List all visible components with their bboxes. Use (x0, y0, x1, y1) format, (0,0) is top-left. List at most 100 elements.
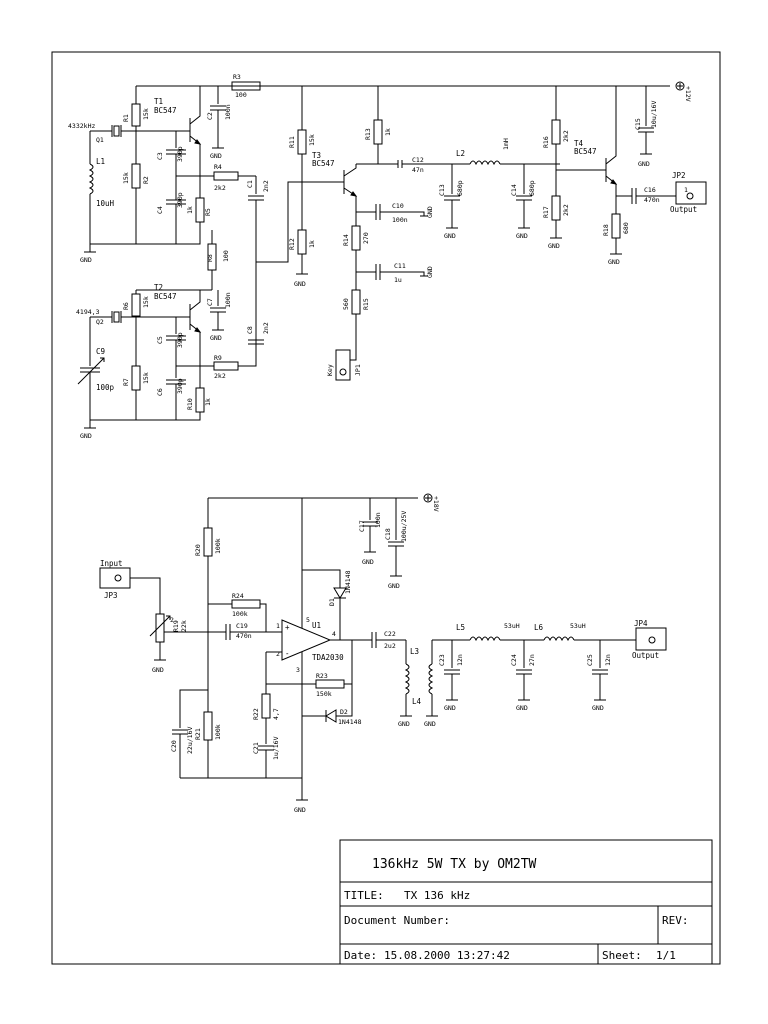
gnd-label: GND (388, 582, 400, 590)
r17-value: 2k2 (562, 204, 570, 216)
inductor-l6 (543, 636, 575, 642)
diode-d1 (333, 587, 347, 599)
jp2-label: JP2 (672, 171, 686, 180)
crystal-q1 (113, 125, 120, 137)
c11-label: C11 (394, 262, 406, 270)
c24-label: C24 (510, 654, 518, 666)
r7-label: R7 (122, 378, 130, 386)
gnd-label: GND (608, 258, 620, 266)
u1-pin1: 1 (276, 622, 280, 630)
c4-value: 390p (176, 192, 184, 208)
c1-label: C1 (246, 180, 254, 188)
c18-label: C18 (384, 528, 392, 540)
inductor-l4 (428, 663, 434, 695)
r12-label: R12 (288, 238, 296, 250)
c13-value: 680p (456, 180, 464, 196)
r12-value: 1k (308, 240, 316, 248)
connector-jp2[interactable] (675, 181, 707, 205)
l5-value: 53uH (504, 622, 520, 630)
d1-value: 1N4148 (344, 570, 352, 594)
gnd-label: GND (444, 232, 456, 240)
c21-label: C21 (252, 742, 260, 754)
c14-label: C14 (510, 184, 518, 196)
r11-value: 15k (308, 134, 316, 146)
jp1-label: JP1 (354, 364, 362, 376)
project-title: 136kHz 5W TX by OM2TW (372, 857, 537, 872)
r22-label: R22 (252, 708, 260, 720)
t4-type: BC547 (574, 147, 597, 156)
r13-value: 1k (384, 128, 392, 136)
c16-label: C16 (644, 186, 656, 194)
c17-value: 100n (374, 512, 382, 528)
title-value: TX 136 kHz (404, 889, 470, 902)
c8-value: 2n2 (262, 322, 270, 334)
c23-value: 12n (456, 654, 464, 666)
connector-jp4[interactable] (635, 627, 667, 651)
c24-value: 27n (528, 654, 536, 666)
r10-label: R10 (186, 398, 194, 410)
date-label: Date: (344, 949, 377, 962)
diode-d2 (302, 640, 353, 723)
gnd-label: GND (424, 720, 436, 728)
u1-pin2: 2 (276, 650, 280, 658)
u1-pin3: 3 (296, 666, 300, 674)
u1-label: U1 (312, 621, 321, 630)
potentiometer-r19[interactable] (155, 613, 165, 643)
l6-label: L6 (534, 623, 544, 632)
c1-value: 2n2 (262, 180, 270, 192)
l5-label: L5 (456, 623, 465, 632)
title-label: TITLE: (344, 889, 384, 902)
c9-label: C9 (96, 347, 105, 356)
gnd-label: GND (398, 720, 410, 728)
c5-value: 390p (176, 332, 184, 348)
gnd-label: GND (592, 704, 604, 712)
l3-label: L3 (410, 647, 419, 656)
r23-value: 150k (316, 690, 332, 698)
l2-label: L2 (456, 149, 465, 158)
r13-label: R13 (364, 128, 372, 140)
gnd-label: GND (516, 704, 528, 712)
r5-value: 1k (186, 206, 194, 214)
r15-value: 560 (342, 298, 350, 310)
c2-label: C2 (206, 112, 214, 120)
gnd-label: GND (294, 806, 306, 814)
c20-value: 22u/16V (186, 727, 194, 754)
r15-label: R15 (362, 298, 370, 310)
l6-value: 53uH (570, 622, 586, 630)
c8-label: C8 (246, 326, 254, 334)
c25-value: 12n (604, 654, 612, 666)
r14-label: R14 (342, 234, 350, 246)
q1-freq: 4332kHz (68, 122, 95, 130)
c14-value: 680p (528, 180, 536, 196)
c12-label: C12 (412, 156, 424, 164)
rev-label: REV: (662, 914, 689, 927)
inductor-l3 (404, 663, 410, 695)
trimmer-c9 (77, 317, 105, 420)
r24-value: 100k (232, 610, 248, 618)
c10-label: C10 (392, 202, 404, 210)
r10-value: 1k (204, 398, 212, 406)
r20-value: 100k (214, 538, 222, 554)
r3-label: R3 (233, 73, 241, 81)
q2-label: Q2 (96, 318, 104, 326)
c5-label: C5 (156, 336, 164, 344)
c22-value: 2u2 (384, 642, 396, 650)
jp3-input-label: Input (100, 559, 123, 568)
r1-label: R1 (122, 114, 130, 122)
c13-label: C13 (438, 184, 446, 196)
r9-label: R9 (214, 354, 222, 362)
r19-label: R19 (172, 620, 180, 632)
gnd-label: GND (638, 160, 650, 168)
connector-jp1[interactable] (335, 349, 351, 381)
r20-label: R20 (194, 544, 202, 556)
l2-value: 1mH (502, 138, 510, 150)
transistor-t2 (189, 290, 201, 333)
r21-label: R21 (194, 728, 202, 740)
r18-value: 680 (622, 222, 630, 234)
t3-type: BC547 (312, 159, 335, 168)
rail-12v-label: +12V (684, 86, 692, 102)
rail-18v-label: +18V (432, 496, 440, 512)
r3-value: 100 (235, 91, 247, 99)
r2-label: R2 (142, 176, 150, 184)
